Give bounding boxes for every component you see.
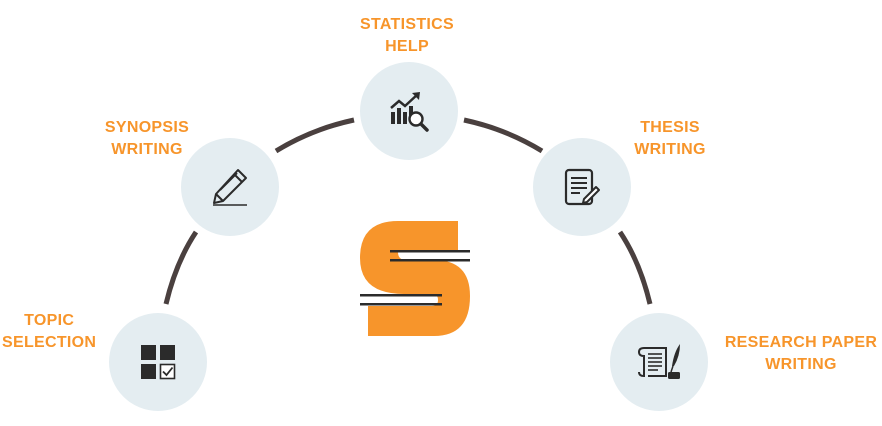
thesis-writing-node[interactable] <box>533 138 631 236</box>
grid-checkbox-icon <box>141 345 176 380</box>
research-paper-writing-label-line-2: WRITING <box>765 356 837 373</box>
synopsis-writing-node[interactable] <box>181 138 279 236</box>
topic-selection-label-line-1: TOPIC <box>24 312 75 329</box>
research-paper-writing-label-line-1: RESEARCH PAPER <box>724 334 878 351</box>
logo-line-bottom-2 <box>360 303 442 306</box>
brand-logo <box>360 221 470 336</box>
arc-topic-synopsis <box>163 230 199 305</box>
logo-s-shape <box>360 221 470 336</box>
logo-line-top-2 <box>390 259 470 262</box>
pencil-icon <box>213 169 247 206</box>
synopsis-writing-label-line-1: SYNOPSIS <box>104 119 190 136</box>
thesis-writing-label-line-2: WRITING <box>634 141 706 158</box>
topic-selection-label-line-2: SELECTION <box>2 334 97 351</box>
logo-line-bottom-1 <box>360 294 442 297</box>
research-paper-writing-label: RESEARCH PAPER WRITING <box>722 332 880 376</box>
statistics-help-label-line-2: HELP <box>385 38 429 55</box>
statistics-help-label-line-1: STATISTICS <box>360 16 454 33</box>
scroll-quill-icon <box>637 344 680 379</box>
topic-selection-node[interactable] <box>109 313 207 411</box>
arc-thesis-research <box>617 230 653 305</box>
thesis-writing-label-line-1: THESIS <box>640 119 700 136</box>
logo-line-top-1 <box>390 250 470 253</box>
synopsis-writing-label: SYNOPSIS WRITING <box>100 117 194 161</box>
synopsis-writing-label-line-2: WRITING <box>111 141 183 158</box>
thesis-writing-label: THESIS WRITING <box>623 117 717 161</box>
statistics-help-node[interactable] <box>360 62 458 160</box>
chart-magnifier-icon <box>390 92 429 132</box>
research-paper-writing-node[interactable] <box>610 313 708 411</box>
topic-selection-label: TOPIC SELECTION <box>2 310 96 354</box>
arc-synopsis-statistics <box>274 117 355 154</box>
document-edit-icon <box>564 168 600 206</box>
arc-statistics-thesis <box>463 117 544 154</box>
statistics-help-label: STATISTICS HELP <box>355 14 459 58</box>
